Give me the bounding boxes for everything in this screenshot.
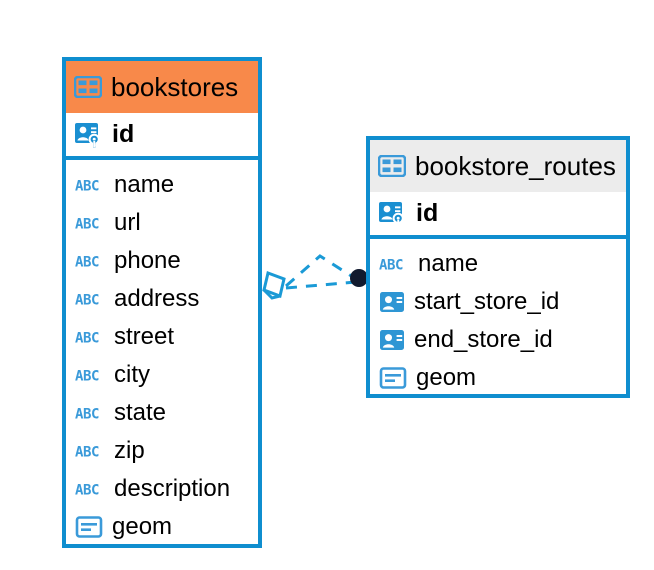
field-label: city [114,361,150,388]
svg-text:ABC: ABC [75,444,99,459]
entity-bookstores-field-list: ABC name ABC url ABC p [66,160,258,546]
field-label: state [114,399,167,426]
field-label: geom [112,513,173,540]
field-label: name [418,250,479,277]
abc-text-icon: ABC [379,256,409,273]
svg-text:ABC: ABC [75,216,99,231]
svg-text:ABC: ABC [75,406,99,421]
entity-bookstore-routes-primary-key-row[interactable]: id [370,192,626,239]
field-row[interactable]: start_store_id [370,283,626,321]
svg-text:ABC: ABC [75,368,99,383]
abc-text-icon: ABC [75,215,105,232]
field-label: address [114,285,200,312]
field-row[interactable]: end_store_id [370,321,626,359]
field-row[interactable]: ABC city [66,356,258,394]
entity-bookstore-routes[interactable]: bookstore_routes id [366,136,630,398]
field-row[interactable]: ABC address [66,280,258,318]
svg-text:ABC: ABC [75,178,99,193]
field-row[interactable]: geom [370,359,626,397]
entity-bookstore-routes-header[interactable]: bookstore_routes [370,140,626,192]
entity-bookstores-primary-key-label: id [112,120,135,148]
primary-key-icon [74,120,104,150]
primary-key-icon [378,199,408,229]
abc-text-icon: ABC [75,253,105,270]
field-row[interactable]: geom [66,508,258,546]
table-icon [377,154,407,178]
svg-text:ABC: ABC [379,257,403,272]
field-row[interactable]: ABC name [66,166,258,204]
entity-bookstore-routes-field-list: ABC name start_store_id [370,239,626,397]
field-label: url [114,209,141,236]
entity-bookstores-header[interactable]: bookstores [66,61,258,113]
abc-text-icon: ABC [75,405,105,422]
field-label: start_store_id [414,288,560,315]
field-row[interactable]: ABC state [66,394,258,432]
relationship-line-lower[interactable] [285,280,357,290]
entity-bookstores-title: bookstores [111,72,239,102]
field-label: zip [114,437,145,464]
field-row[interactable]: ABC description [66,470,258,508]
svg-text:ABC: ABC [75,482,99,497]
table-icon [73,75,103,99]
field-row[interactable]: ABC zip [66,432,258,470]
foreign-key-icon [379,327,405,353]
field-row[interactable]: ABC url [66,204,258,242]
foreign-key-icon [379,289,405,315]
field-label: end_store_id [414,326,553,353]
entity-bookstore-routes-title: bookstore_routes [415,151,616,181]
field-label: description [114,475,231,502]
field-label: name [114,171,175,198]
svg-text:ABC: ABC [75,292,99,307]
blob-geometry-icon [379,365,407,391]
field-label: geom [416,364,477,391]
abc-text-icon: ABC [75,443,105,460]
abc-text-icon: ABC [75,481,105,498]
diamond-marker[interactable] [262,270,286,300]
field-row[interactable]: ABC name [370,245,626,283]
svg-text:ABC: ABC [75,254,99,269]
entity-bookstores-primary-key-row[interactable]: id [66,113,258,160]
field-label: street [114,323,175,350]
blob-geometry-icon [75,514,103,540]
entity-bookstores[interactable]: bookstores id [62,57,262,548]
svg-text:ABC: ABC [75,330,99,345]
field-row[interactable]: ABC phone [66,242,258,280]
abc-text-icon: ABC [75,329,105,346]
entity-bookstore-routes-primary-key-label: id [416,199,439,227]
field-row[interactable]: ABC street [66,318,258,356]
abc-text-icon: ABC [75,367,105,384]
field-label: phone [114,247,181,274]
abc-text-icon: ABC [75,291,105,308]
relationship-line-upper[interactable] [285,254,357,288]
abc-text-icon: ABC [75,177,105,194]
